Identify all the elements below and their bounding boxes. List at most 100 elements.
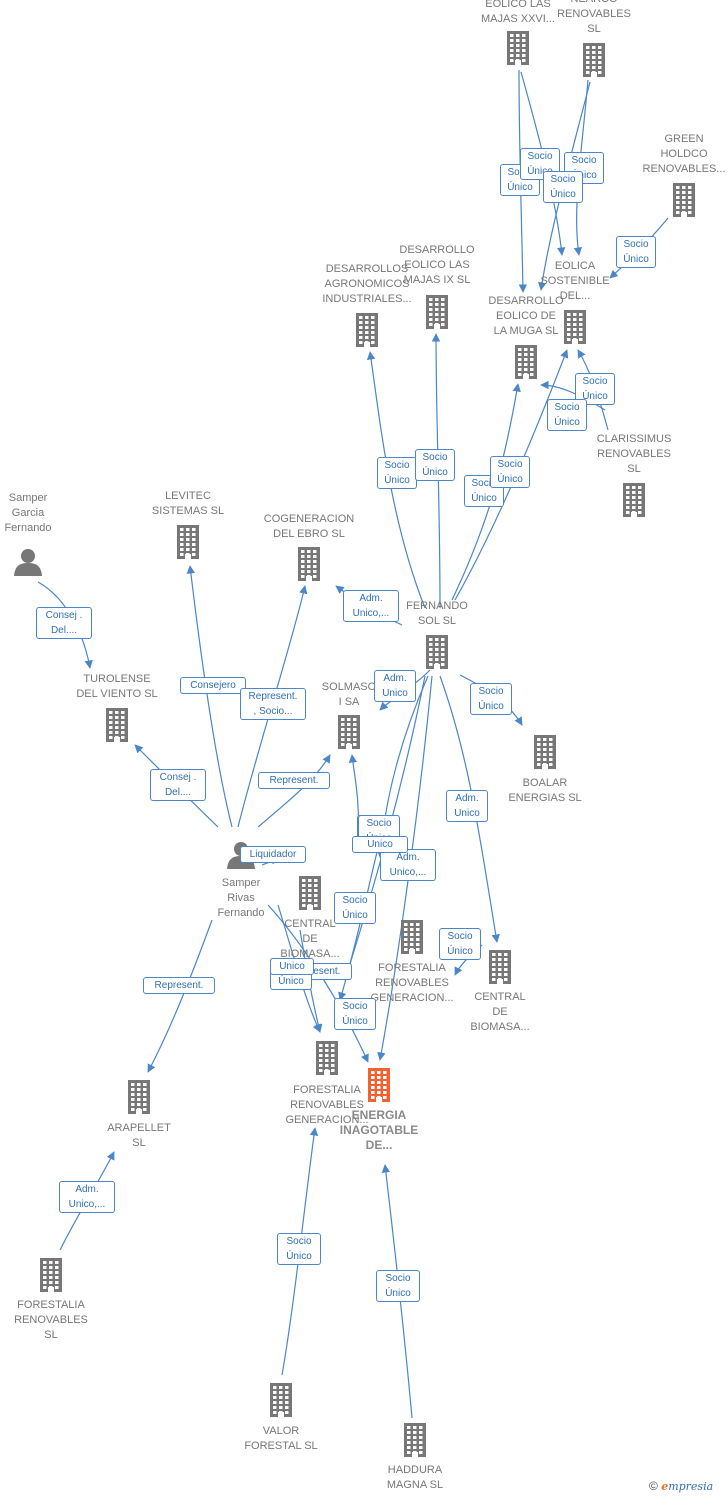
building-icon <box>404 1423 426 1457</box>
relation-badge[interactable]: Adm. Unico <box>446 790 488 822</box>
relation-badge[interactable]: Socio Único <box>464 475 504 507</box>
node-label: GREEN HOLDCO RENOVABLES... <box>642 133 726 175</box>
relation-badge[interactable]: Adm. Unico,... <box>59 1181 115 1213</box>
node-label: DESARROLLOS AGRONOMICOS INDUSTRIALES... <box>322 263 412 305</box>
empresia-logo[interactable]: empresia <box>661 1480 714 1493</box>
relation-badge[interactable]: Socio Único <box>415 449 455 481</box>
node-label: FORESTALIA RENOVABLES GENERACION... <box>370 962 454 1004</box>
company-node[interactable]: EOLICO LAS MAJAS XXVI... <box>463 0 573 27</box>
node-label: ARAPELLET SL <box>107 1122 171 1149</box>
relation-badge[interactable]: Socio Único <box>490 456 530 488</box>
company-node[interactable]: CENTRAL DE BIOMASA... <box>445 990 555 1035</box>
relation-badge[interactable]: Socio Único <box>277 1233 321 1265</box>
relation-edge <box>186 565 233 828</box>
company-node[interactable]: HADDURA MAGNA SL <box>360 1463 470 1493</box>
relation-edge <box>540 380 606 411</box>
relation-badge[interactable]: Consej . Del.... <box>36 607 92 639</box>
building-icon <box>507 31 529 65</box>
node-label: SOLMASO I SA <box>321 681 377 708</box>
company-node[interactable]: TUROLENSE DEL VIENTO SL <box>62 672 172 702</box>
company-node[interactable]: CENTRAL DE BIOMASA... <box>255 917 365 962</box>
relation-badge[interactable]: Socio Único <box>439 928 481 960</box>
building-icon <box>299 876 321 910</box>
building-icon <box>40 1258 62 1292</box>
company-node[interactable]: NEARCO RENOVABLES SL <box>539 0 649 37</box>
company-node[interactable]: FERNANDO SOL SL <box>382 599 492 629</box>
node-label: NEARCO RENOVABLES SL <box>557 0 631 35</box>
node-label: COGENERACION DEL EBRO SL <box>263 513 355 540</box>
node-label: LEVITEC SISTEMAS SL <box>151 490 225 517</box>
node-label: CENTRAL DE BIOMASA... <box>470 991 530 1033</box>
node-label: Samper Rivas Fernando <box>217 877 265 919</box>
relation-badge[interactable]: Represent. , Socio... <box>240 688 306 720</box>
building-icon <box>564 310 586 344</box>
relation-badge[interactable]: Represent. <box>143 977 215 994</box>
company-node[interactable]: SOLMASO I SA <box>294 680 404 710</box>
node-label: CENTRAL DE BIOMASA... <box>280 918 340 960</box>
company-node[interactable]: FORESTALIA RENOVABLES SL <box>0 1298 106 1343</box>
building-icon <box>356 313 378 347</box>
relation-badge[interactable]: Socio Único <box>377 457 417 489</box>
relation-badge[interactable]: Socio Único <box>334 998 376 1030</box>
relation-badge[interactable]: Consejero <box>180 677 246 694</box>
node-label: EOLICA SOSTENIBLE DEL... <box>540 260 610 302</box>
relation-badge[interactable]: Socio Único <box>543 171 583 203</box>
relation-badge[interactable]: Socio Único <box>564 152 604 184</box>
company-node[interactable]: FORESTALIA RENOVABLES GENERACION... <box>357 961 467 1006</box>
copyright-notice: © empresia <box>649 1479 713 1493</box>
company-node[interactable]: CLARISSIMUS RENOVABLES SL <box>579 432 689 477</box>
building-icon <box>426 635 448 669</box>
node-label: CLARISSIMUS RENOVABLES SL <box>596 433 672 475</box>
company-node[interactable]: EOLICA SOSTENIBLE DEL... <box>520 259 630 304</box>
relation-badge[interactable]: Consej . Del.... <box>150 769 206 801</box>
copyright-symbol: © <box>649 1479 658 1493</box>
relation-badge[interactable]: Unico <box>352 836 408 853</box>
relation-badge[interactable]: Socio Único <box>520 148 560 180</box>
building-icon <box>401 920 423 954</box>
building-icon <box>426 295 448 329</box>
node-label: BOALAR ENERGIAS SL <box>508 777 582 804</box>
building-icon <box>298 547 320 581</box>
person-node[interactable]: Samper Garcia Fernando <box>0 491 83 536</box>
focus-company-node[interactable]: ENERGIA INAGOTABLE DE... <box>324 1108 434 1153</box>
building-icon <box>583 43 605 77</box>
node-label: DESARROLLO EOLICO DE LA MUGA SL <box>488 295 564 337</box>
company-node[interactable]: FORESTALIA RENOVABLES GENERACION... <box>272 1083 382 1128</box>
node-label: FORESTALIA RENOVABLES SL <box>14 1299 88 1341</box>
relation-badge[interactable]: Liquidador <box>240 846 306 863</box>
building-icon <box>270 1383 292 1417</box>
relation-edge <box>257 754 331 828</box>
relation-badge[interactable]: Socio Único <box>376 1270 420 1302</box>
building-icon <box>338 715 360 749</box>
relation-badge[interactable]: Unico <box>270 958 314 975</box>
relation-badge[interactable]: Socio Único <box>470 683 512 715</box>
node-label: FORESTALIA RENOVABLES GENERACION... <box>285 1084 369 1126</box>
company-node[interactable]: LEVITEC SISTEMAS SL <box>133 489 243 519</box>
relation-badge[interactable]: Socio Único <box>334 892 376 924</box>
company-node[interactable]: ARAPELLET SL <box>84 1121 194 1151</box>
building-icon <box>673 183 695 217</box>
building-icon <box>316 1041 338 1075</box>
relation-badge[interactable]: Socio Único <box>616 236 656 268</box>
node-label: VALOR FORESTAL SL <box>244 1425 318 1452</box>
relation-badge[interactable]: Represent. <box>258 772 330 789</box>
node-label: EOLICO LAS MAJAS XXVI... <box>481 0 555 25</box>
building-icon <box>489 950 511 984</box>
person-node[interactable]: Samper Rivas Fernando <box>186 876 296 921</box>
company-node[interactable]: VALOR FORESTAL SL <box>226 1424 336 1454</box>
node-label: DESARROLLO EOLICO LAS MAJAS IX SL <box>399 244 475 286</box>
company-node[interactable]: DESARROLLO EOLICO DE LA MUGA SL <box>471 294 581 339</box>
company-node[interactable]: COGENERACION DEL EBRO SL <box>254 512 364 542</box>
relation-badge[interactable]: Adm. Unico,... <box>380 849 436 881</box>
building-icon <box>177 525 199 559</box>
building-icon <box>515 345 537 379</box>
relation-badge[interactable]: Socio Único <box>547 399 587 431</box>
company-node[interactable]: DESARROLLO EOLICO LAS MAJAS IX SL <box>382 243 492 288</box>
node-label: Samper Garcia Fernando <box>4 492 52 534</box>
relation-badge[interactable]: Adm. Unico <box>374 670 416 702</box>
company-node[interactable]: GREEN HOLDCO RENOVABLES... <box>629 132 728 177</box>
company-node[interactable]: BOALAR ENERGIAS SL <box>490 776 600 806</box>
relation-badge[interactable]: Adm. Unico,... <box>343 590 399 622</box>
company-node[interactable]: DESARROLLOS AGRONOMICOS INDUSTRIALES... <box>312 262 422 307</box>
building-icon <box>623 483 645 517</box>
